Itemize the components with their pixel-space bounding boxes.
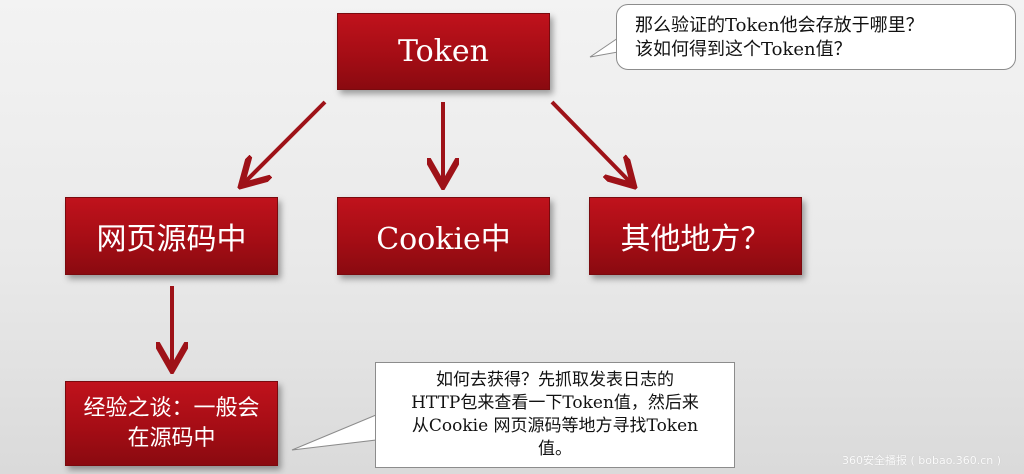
callout-top: 那么验证的Token他会存放于哪里？ 该如何得到这个Token值？ bbox=[616, 4, 1016, 70]
node-token-label: Token bbox=[398, 34, 489, 69]
node-other: 其他地方？ bbox=[589, 197, 802, 275]
node-other-label: 其他地方？ bbox=[620, 222, 771, 257]
arrow-token-to-source bbox=[244, 100, 327, 183]
callout-bottom-line-4: 值。 bbox=[538, 439, 572, 459]
arrow-token-to-other bbox=[550, 100, 631, 183]
node-experience-label: 经验之谈：一般会在源码中 bbox=[83, 395, 260, 451]
node-experience: 经验之谈：一般会在源码中 bbox=[65, 381, 278, 466]
callout-bottom-line-1: 如何去获得？先抓取发表日志的 bbox=[436, 370, 674, 390]
node-token: Token bbox=[337, 13, 550, 90]
callout-top-line-2: 该如何得到这个Token值？ bbox=[635, 39, 852, 60]
watermark: 360安全播报 ( bobao.360.cn ) bbox=[842, 454, 1002, 467]
callout-bottom-line-3: 从Cookie 网页源码等地方寻找Token bbox=[411, 416, 699, 436]
node-cookie-label: Cookie中 bbox=[376, 222, 511, 257]
node-cookie: Cookie中 bbox=[337, 197, 550, 275]
callout-bottom: 如何去获得？先抓取发表日志的 HTTP包来查看一下Token值，然后来 从Coo… bbox=[375, 362, 735, 468]
node-source-code-label: 网页源码中 bbox=[96, 222, 247, 257]
callout-bottom-pointer bbox=[291, 414, 377, 451]
callout-bottom-line-2: HTTP包来查看一下Token值，然后来 bbox=[411, 393, 699, 413]
callout-top-pointer bbox=[589, 37, 619, 58]
callout-top-line-1: 那么验证的Token他会存放于哪里？ bbox=[635, 15, 924, 36]
node-source-code: 网页源码中 bbox=[65, 197, 278, 275]
